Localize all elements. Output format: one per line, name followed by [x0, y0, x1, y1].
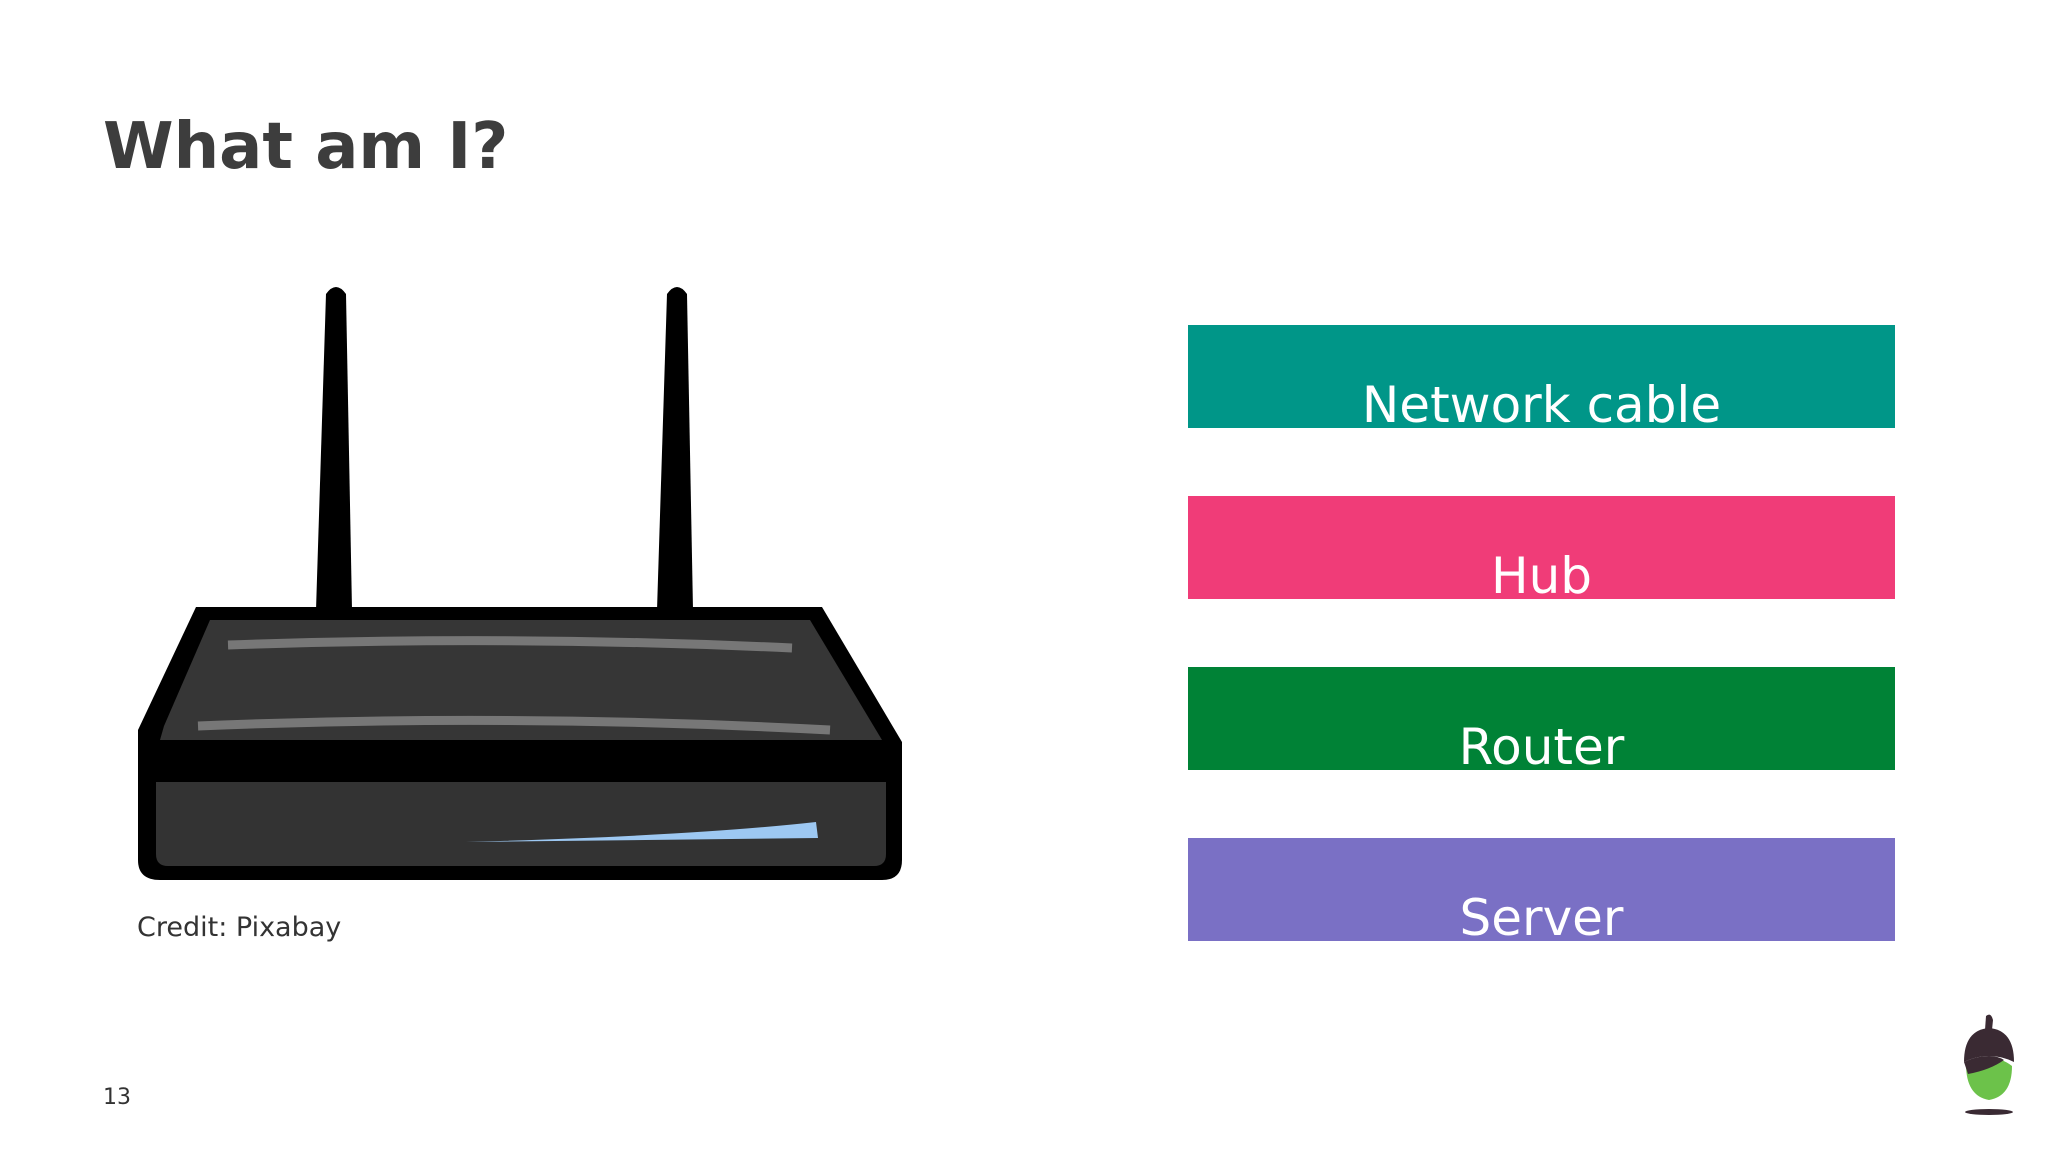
image-credit: Credit: Pixabay [137, 912, 342, 943]
option-router[interactable]: Router [1188, 667, 1895, 770]
option-server[interactable]: Server [1188, 838, 1895, 941]
option-label: Network cable [1361, 376, 1722, 428]
option-label: Hub [1490, 547, 1593, 599]
acorn-logo-icon [1964, 1014, 2014, 1115]
wireless-router-icon [138, 287, 902, 880]
option-hub[interactable]: Hub [1188, 496, 1895, 599]
option-label: Router [1458, 718, 1625, 770]
page-number: 13 [103, 1085, 131, 1110]
option-network-cable[interactable]: Network cable [1188, 325, 1895, 428]
option-label: Server [1459, 889, 1624, 941]
slide-title: What am I? [103, 110, 509, 184]
